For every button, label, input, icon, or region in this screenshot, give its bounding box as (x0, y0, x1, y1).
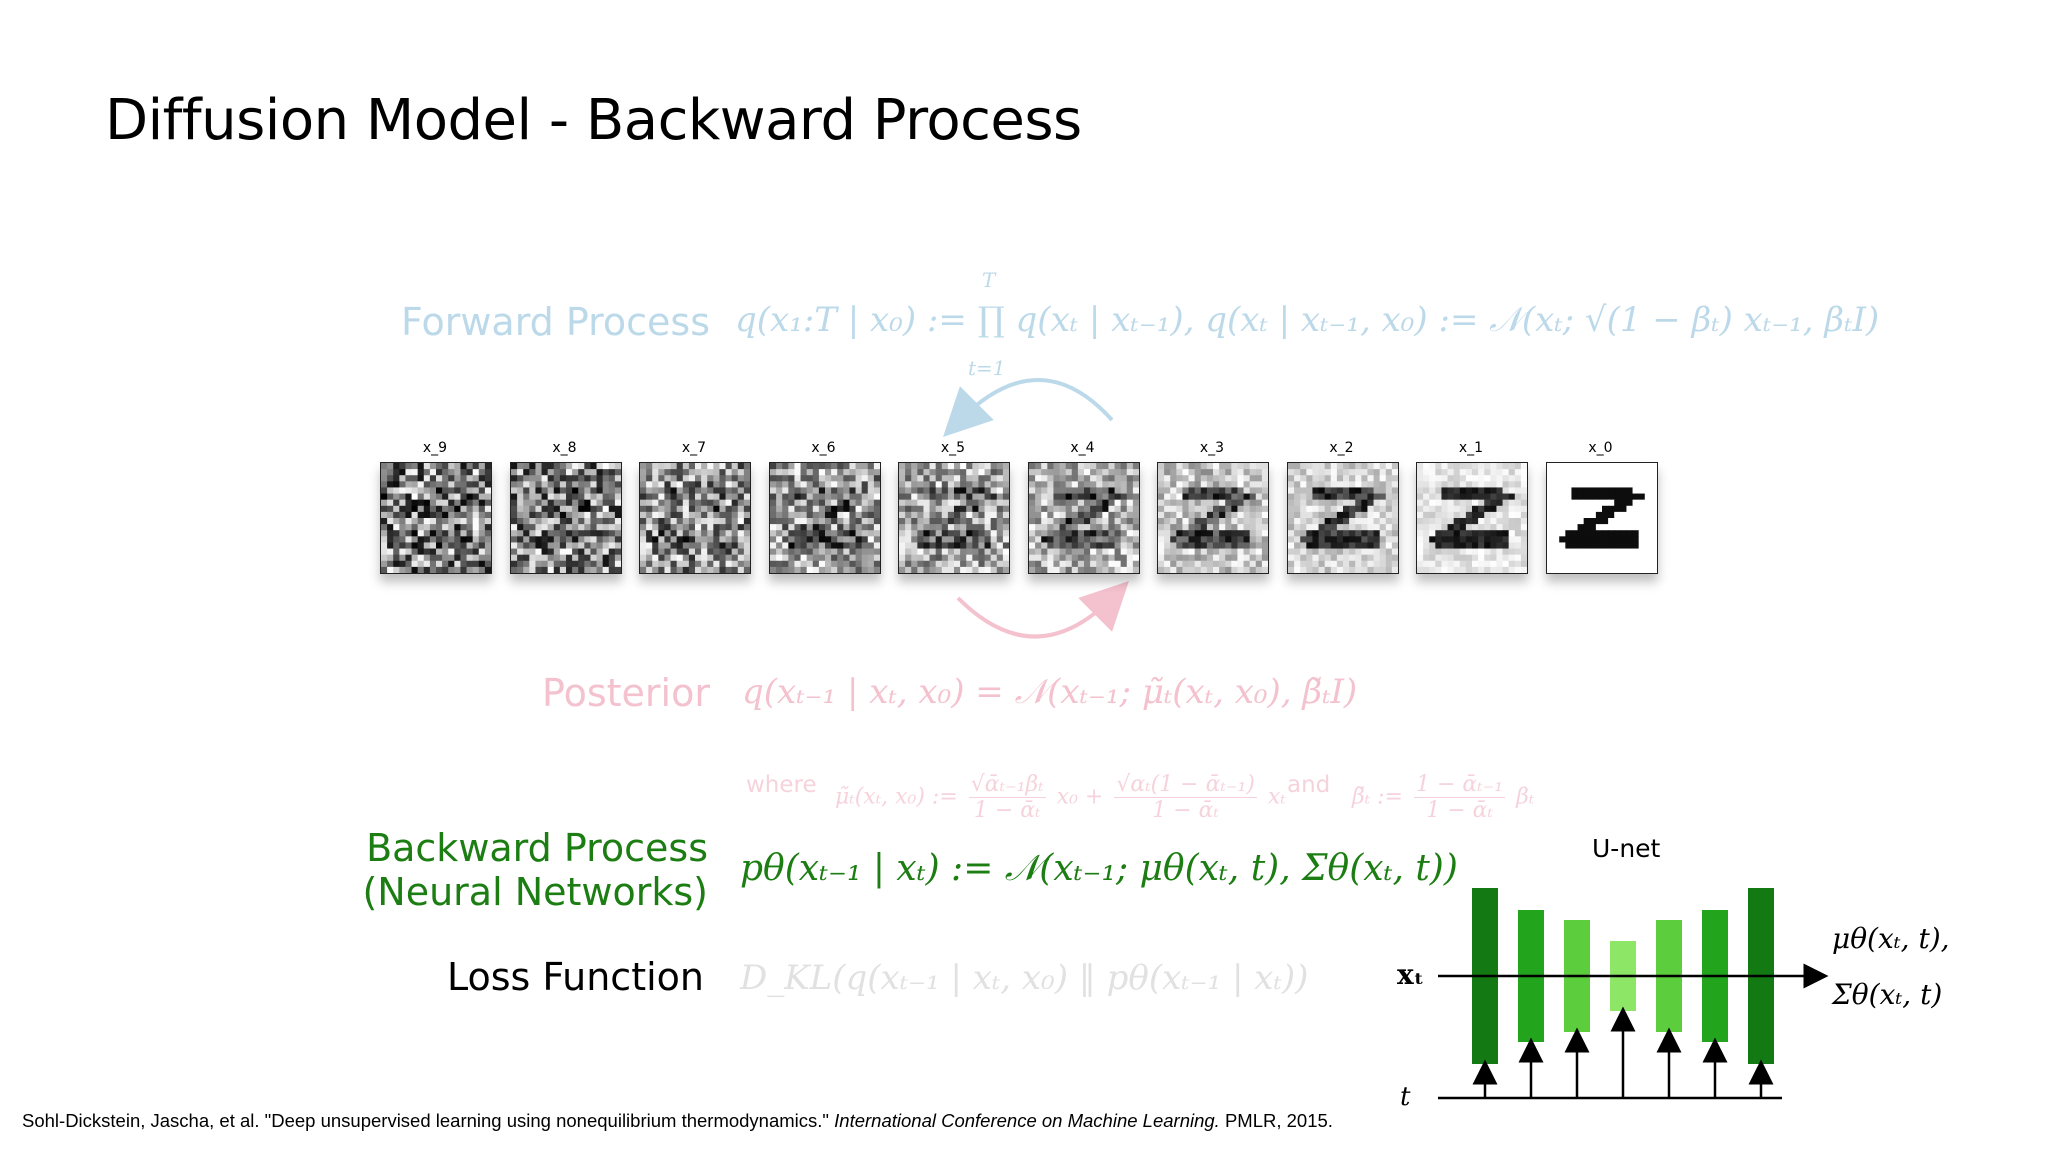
posterior-mean-lhs: μ̃ₜ(xₜ, x₀) := (835, 784, 958, 810)
posterior-mean-mid: x₀ + (1056, 784, 1104, 810)
posterior-mean-frac1-num: √ᾱₜ₋₁βₜ (968, 772, 1046, 798)
forward-product-lower-limit: t=1 (968, 356, 1006, 380)
backward-label-line1: Backward Process (366, 826, 708, 870)
posterior-variance-frac: 1 − ᾱₜ₋₁ 1 − ᾱₜ (1413, 772, 1506, 823)
forward-process-label: Forward Process (400, 300, 710, 344)
posterior-mean-frac1: √ᾱₜ₋₁βₜ 1 − ᾱₜ (968, 772, 1046, 823)
citation-authors: Sohl-Dickstein, Jascha, et al. "Deep uns… (22, 1110, 835, 1131)
forward-arrow (943, 378, 1114, 437)
noisy-frame (509, 462, 622, 574)
noisy-frame (1416, 462, 1528, 574)
posterior-arrow (956, 581, 1129, 639)
unet-title: U-net (1592, 834, 1661, 863)
unet-diagram (1438, 888, 1829, 1100)
noisy-frame (1027, 462, 1140, 574)
frame-caption: x_4 (1070, 440, 1095, 456)
unet-output-mean: μθ(xₜ, t), (1832, 922, 1950, 955)
forward-product-upper-limit: T (982, 268, 996, 292)
posterior-mean-frac2-num: √αₜ(1 − ᾱₜ₋₁) (1114, 772, 1257, 798)
posterior-equation: q(xₜ₋₁ | xₜ, x₀) = 𝒩(xₜ₋₁; μ̃ₜ(xₜ, x₀), … (742, 672, 1358, 712)
posterior-mean-tail: xₜ (1267, 784, 1286, 810)
unet-output-variance: Σθ(xₜ, t) (1832, 978, 1943, 1011)
frame-caption: x_6 (811, 440, 836, 456)
frame-caption: x_2 (1329, 440, 1354, 456)
frame-caption: x_3 (1199, 440, 1225, 456)
backward-label-line2: (Neural Networks) (362, 870, 708, 914)
noisy-frame (1157, 462, 1269, 574)
slide-title: Diffusion Model - Backward Process (105, 88, 1082, 153)
posterior-mean-frac2: √αₜ(1 − ᾱₜ₋₁) 1 − ᾱₜ (1114, 772, 1257, 823)
citation-tail: PMLR, 2015. (1219, 1110, 1333, 1131)
posterior-mean-frac2-den: 1 − ᾱₜ (1152, 798, 1219, 823)
posterior-mean-definition: μ̃ₜ(xₜ, x₀) := √ᾱₜ₋₁βₜ 1 − ᾱₜ x₀ + √αₜ(1… (835, 772, 1286, 823)
where-word: where (746, 772, 817, 798)
noisy-frame (768, 462, 881, 574)
posterior-variance-lhs: β̃ₜ := (1352, 784, 1403, 810)
unet-input-label: xₜ (1397, 958, 1425, 991)
loss-function-label: Loss Function (446, 955, 704, 999)
noisy-frame (1286, 462, 1399, 574)
noisy-frame (898, 462, 1010, 574)
loss-function-equation: D_KL(q(xₜ₋₁ | xₜ, x₀) ‖ pθ(xₜ₋₁ | xₜ)) (740, 958, 1309, 998)
posterior-mean-frac1-den: 1 − ᾱₜ (973, 798, 1041, 823)
frame-caption: x_1 (1458, 440, 1484, 456)
unet-time-label: t (1400, 1082, 1411, 1112)
citation-venue: International Conference on Machine Lear… (834, 1110, 1220, 1131)
frame-caption: x_9 (422, 440, 448, 456)
posterior-variance-definition: β̃ₜ := 1 − ᾱₜ₋₁ 1 − ᾱₜ βₜ (1352, 772, 1534, 823)
frame-caption: x_0 (1588, 440, 1613, 456)
posterior-label: Posterior (542, 671, 710, 715)
posterior-variance-frac-den: 1 − ᾱₜ (1426, 798, 1493, 823)
image-strip: x_9 x_8 x_7 x_6 x_5 x_4 x_3 x_2 x_1 x_0 (380, 440, 1670, 580)
backward-process-equation: pθ(xₜ₋₁ | xₜ) := 𝒩(xₜ₋₁; μθ(xₜ, t), Σθ(x… (740, 848, 1458, 889)
forward-process-equation: q(x₁:T | x₀) := ∏ q(xₜ | xₜ₋₁), q(xₜ | x… (735, 300, 1880, 340)
backward-process-label: Backward Process (Neural Networks) (300, 826, 708, 914)
posterior-variance-frac-num: 1 − ᾱₜ₋₁ (1413, 772, 1506, 798)
posterior-variance-tail: βₜ (1516, 784, 1535, 810)
and-word: and (1287, 772, 1331, 798)
noisy-frame (639, 462, 751, 574)
frame-caption: x_7 (681, 440, 707, 456)
frame-caption: x_8 (552, 440, 577, 456)
frame-caption: x_5 (940, 440, 966, 456)
noisy-frame (1545, 462, 1658, 574)
citation: Sohl-Dickstein, Jascha, et al. "Deep uns… (22, 1110, 1333, 1132)
noisy-frame (380, 462, 492, 574)
